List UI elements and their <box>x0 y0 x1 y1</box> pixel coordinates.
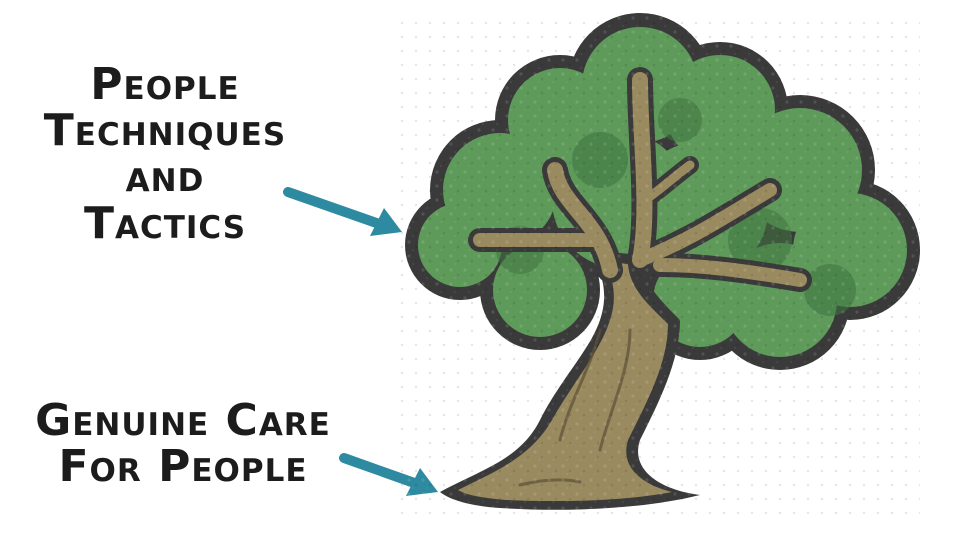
tree-icon <box>400 10 920 520</box>
canopy-label-line-4: Tactics <box>83 197 247 249</box>
canopy-label: People Techniques and Tactics <box>30 59 300 249</box>
arrow-right-icon <box>283 187 402 236</box>
canopy-label-line-3: and <box>125 151 205 203</box>
roots-label: Genuine Care For People <box>18 395 348 493</box>
roots-label-line-2: For People <box>58 441 308 493</box>
canopy-label-line-1: People <box>90 59 240 110</box>
roots-label-line-1: Genuine Care <box>35 395 331 446</box>
canopy-label-line-2: Techniques <box>43 105 287 157</box>
